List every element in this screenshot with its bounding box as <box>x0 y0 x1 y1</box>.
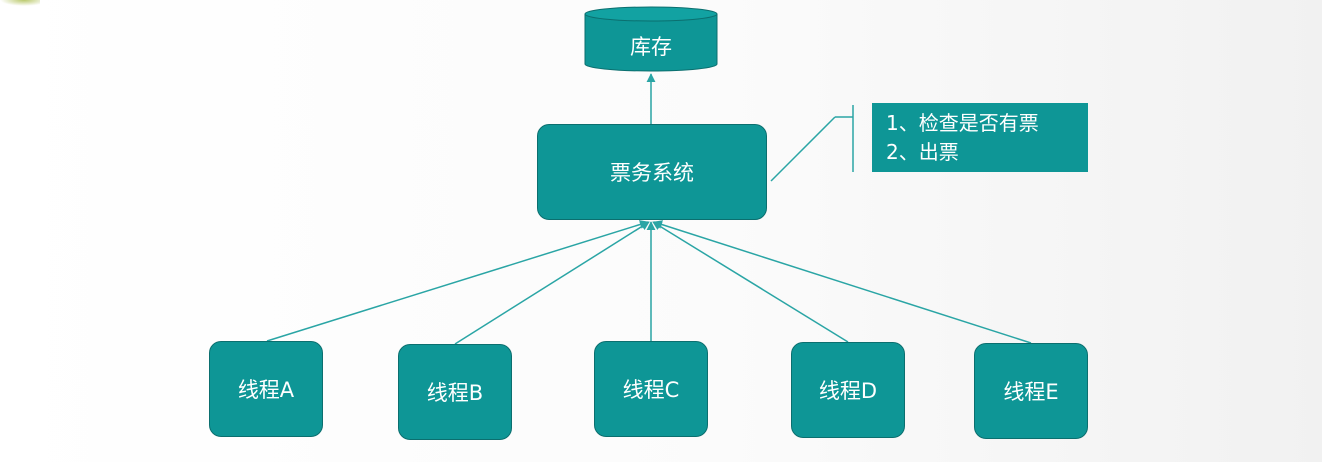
connector-thread-d <box>652 221 849 343</box>
note-box: 1、检查是否有票 2、出票 <box>872 103 1088 172</box>
thread-a-node: 线程A <box>209 341 323 437</box>
thread-e-label: 线程E <box>1003 380 1059 404</box>
database-label: 库存 <box>630 35 672 59</box>
note-line-2: 2、出票 <box>886 140 959 164</box>
decorative-corner <box>0 0 40 6</box>
thread-b-label: 线程B <box>426 381 484 405</box>
connector-thread-b <box>454 221 650 345</box>
database-node <box>584 6 718 72</box>
thread-c-label: 线程C <box>622 378 680 402</box>
note-bracket <box>770 105 854 182</box>
note-line-1: 1、检查是否有票 <box>886 111 1039 135</box>
thread-b-node: 线程B <box>398 344 512 440</box>
connector-thread-e <box>653 220 1032 344</box>
ticket-system-label: 票务系统 <box>610 161 694 185</box>
thread-a-label: 线程A <box>237 378 295 402</box>
thread-d-label: 线程D <box>818 379 878 403</box>
thread-d-node: 线程D <box>791 342 905 438</box>
connector-thread-a <box>266 220 649 342</box>
thread-e-node: 线程E <box>974 343 1088 439</box>
thread-c-node: 线程C <box>594 341 708 437</box>
ticket-system-node: 票务系统 <box>537 124 767 220</box>
